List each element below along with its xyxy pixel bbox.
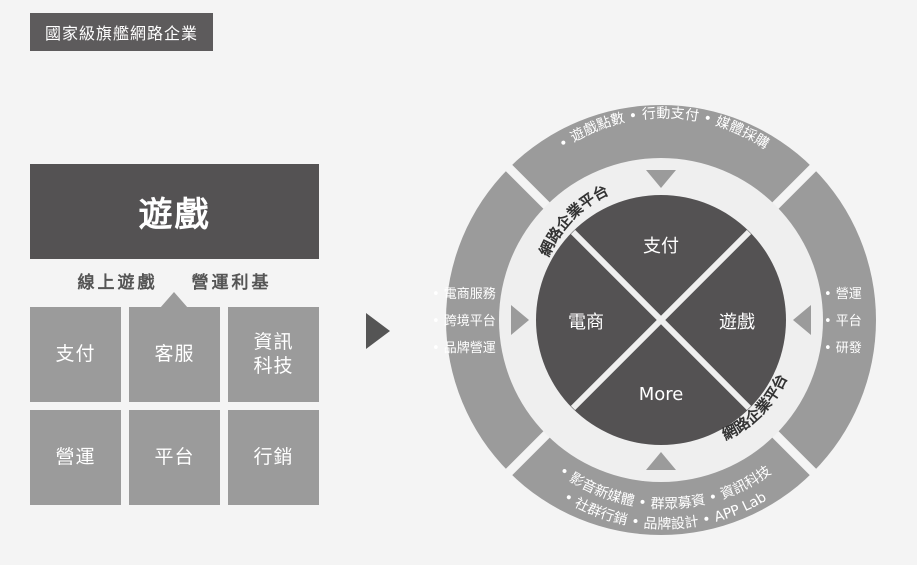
segment-right-item-2: • 平台 xyxy=(824,314,862,329)
cell-service: 客服 xyxy=(129,307,220,402)
quadrant-left-label: 電商 xyxy=(568,312,604,333)
subline-left: 線上遊戲 xyxy=(77,273,158,293)
cell-platform: 平台 xyxy=(129,410,220,505)
ring-notches xyxy=(511,170,811,470)
cell-operation: 營運 xyxy=(30,410,121,505)
subline: 線上遊戲 營運利基 xyxy=(30,268,319,296)
arrow-right-icon xyxy=(366,313,390,349)
segment-left-item-2: • 跨境平台 xyxy=(432,314,496,329)
pointer-triangle xyxy=(160,292,188,308)
header-tag: 國家級旗艦網路企業 xyxy=(30,13,213,51)
quadrant-bottom-label: More xyxy=(639,384,684,405)
core-dividers xyxy=(570,229,752,411)
segment-left-item-3: • 品牌營運 xyxy=(432,340,496,356)
cell-payment: 支付 xyxy=(30,307,121,402)
subline-right: 營運利基 xyxy=(191,273,272,293)
quadrant-right-label: 遊戲 xyxy=(719,312,755,333)
cell-it: 資訊 科技 xyxy=(228,307,319,402)
hero-games-block: 遊戲 xyxy=(30,164,319,259)
quadrant-top-label: 支付 xyxy=(643,236,679,257)
segment-right-item-3: • 研發 xyxy=(824,341,862,356)
segment-left-item-1: • 電商服務 xyxy=(432,287,496,302)
segment-right-item-1: • 營運 xyxy=(824,287,862,302)
cell-marketing: 行銷 xyxy=(228,410,319,505)
